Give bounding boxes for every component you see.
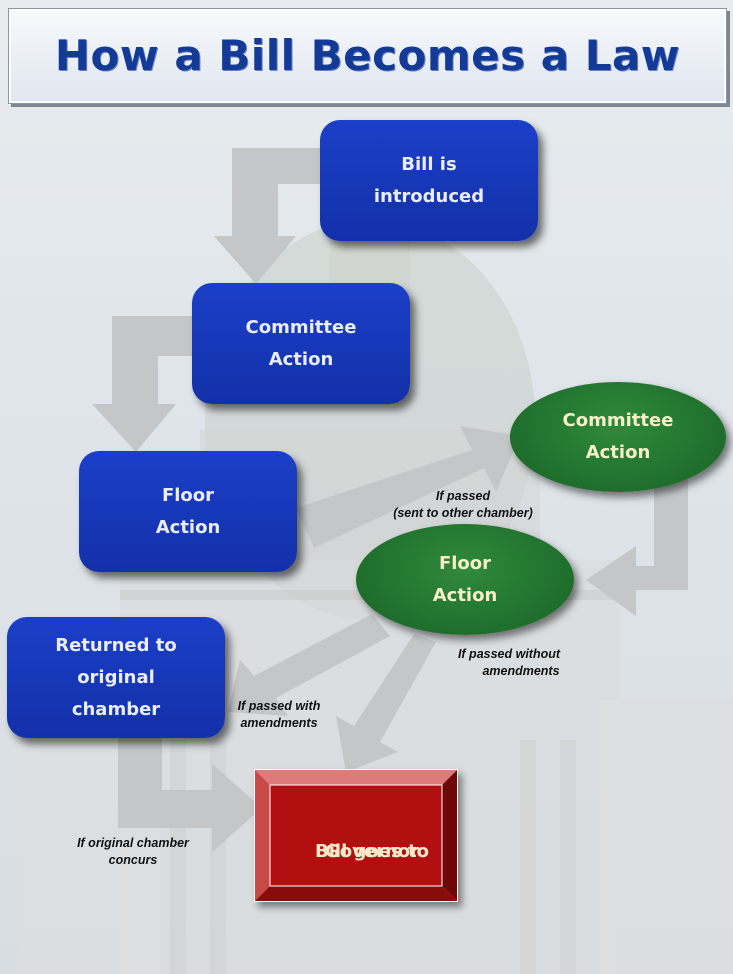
bill-introduced-box: Bill is introduced: [320, 120, 538, 241]
arrow-floor2-to-governor: [336, 634, 436, 772]
arrow-committee-to-floor: [92, 316, 192, 452]
returned-to-original-chamber-box: Returned to original chamber: [7, 617, 225, 738]
bill-introduced-line1: Bill is: [401, 153, 457, 175]
concurs-line2: concurs: [108, 853, 158, 867]
floor-action-box: Floor Action: [79, 451, 297, 572]
committee-action-box: Committee Action: [192, 283, 410, 404]
bill-introduced-line2: introduced: [373, 185, 485, 207]
returned-line1: Returned to: [55, 634, 177, 656]
passed-without-amendments-note: If passed without amendments: [440, 646, 578, 680]
committee-action-line1: Committee: [245, 316, 357, 338]
governor-line2: Governor: [324, 840, 420, 862]
arrow-floor2-to-returned: [228, 614, 390, 716]
returned-line3: chamber: [71, 698, 161, 720]
committee-action-2-line1: Committee: [562, 410, 674, 431]
floor-action-line2: Action: [155, 516, 221, 538]
original-chamber-concurs-note: If original chamber concurs: [58, 835, 208, 869]
arrow-committee2-to-floor2: [586, 452, 688, 616]
passed-without-line1: If passed without: [457, 647, 561, 661]
bill-goes-to-governor-box: Bill goes to Governor: [254, 769, 458, 902]
title-banner: How a Bill Becomes a Law: [8, 8, 727, 104]
governor-line1: Bill goes to: [315, 840, 429, 862]
concurs-line1: If original chamber: [77, 836, 189, 850]
passed-with-line1: If passed with: [237, 699, 321, 713]
other-chamber-floor-oval: Floor Action: [356, 524, 574, 635]
if-passed-note: If passed (sent to other chamber): [378, 488, 548, 522]
returned-line2: original: [77, 666, 155, 688]
if-passed-line1: If passed: [435, 489, 491, 503]
arrow-returned-to-governor: [118, 736, 262, 852]
floor-action-line1: Floor: [161, 484, 215, 506]
passed-with-line2: amendments: [240, 716, 318, 730]
arrow-introduced-to-committee: [214, 148, 322, 284]
arrow-floor-to-other-chamber: [296, 426, 520, 548]
floor-action-2-line1: Floor: [438, 552, 492, 574]
floor-action-2-line2: Action: [432, 584, 498, 606]
passed-with-amendments-note: If passed with amendments: [222, 698, 336, 732]
committee-action-line2: Action: [268, 348, 334, 370]
committee-action-2-line2: Action: [585, 442, 651, 463]
page-title: How a Bill Becomes a Law: [54, 31, 681, 80]
passed-without-line2: amendments: [482, 664, 560, 678]
if-passed-line2: (sent to other chamber): [393, 506, 533, 520]
other-chamber-committee-oval: Committee Action: [510, 382, 726, 492]
